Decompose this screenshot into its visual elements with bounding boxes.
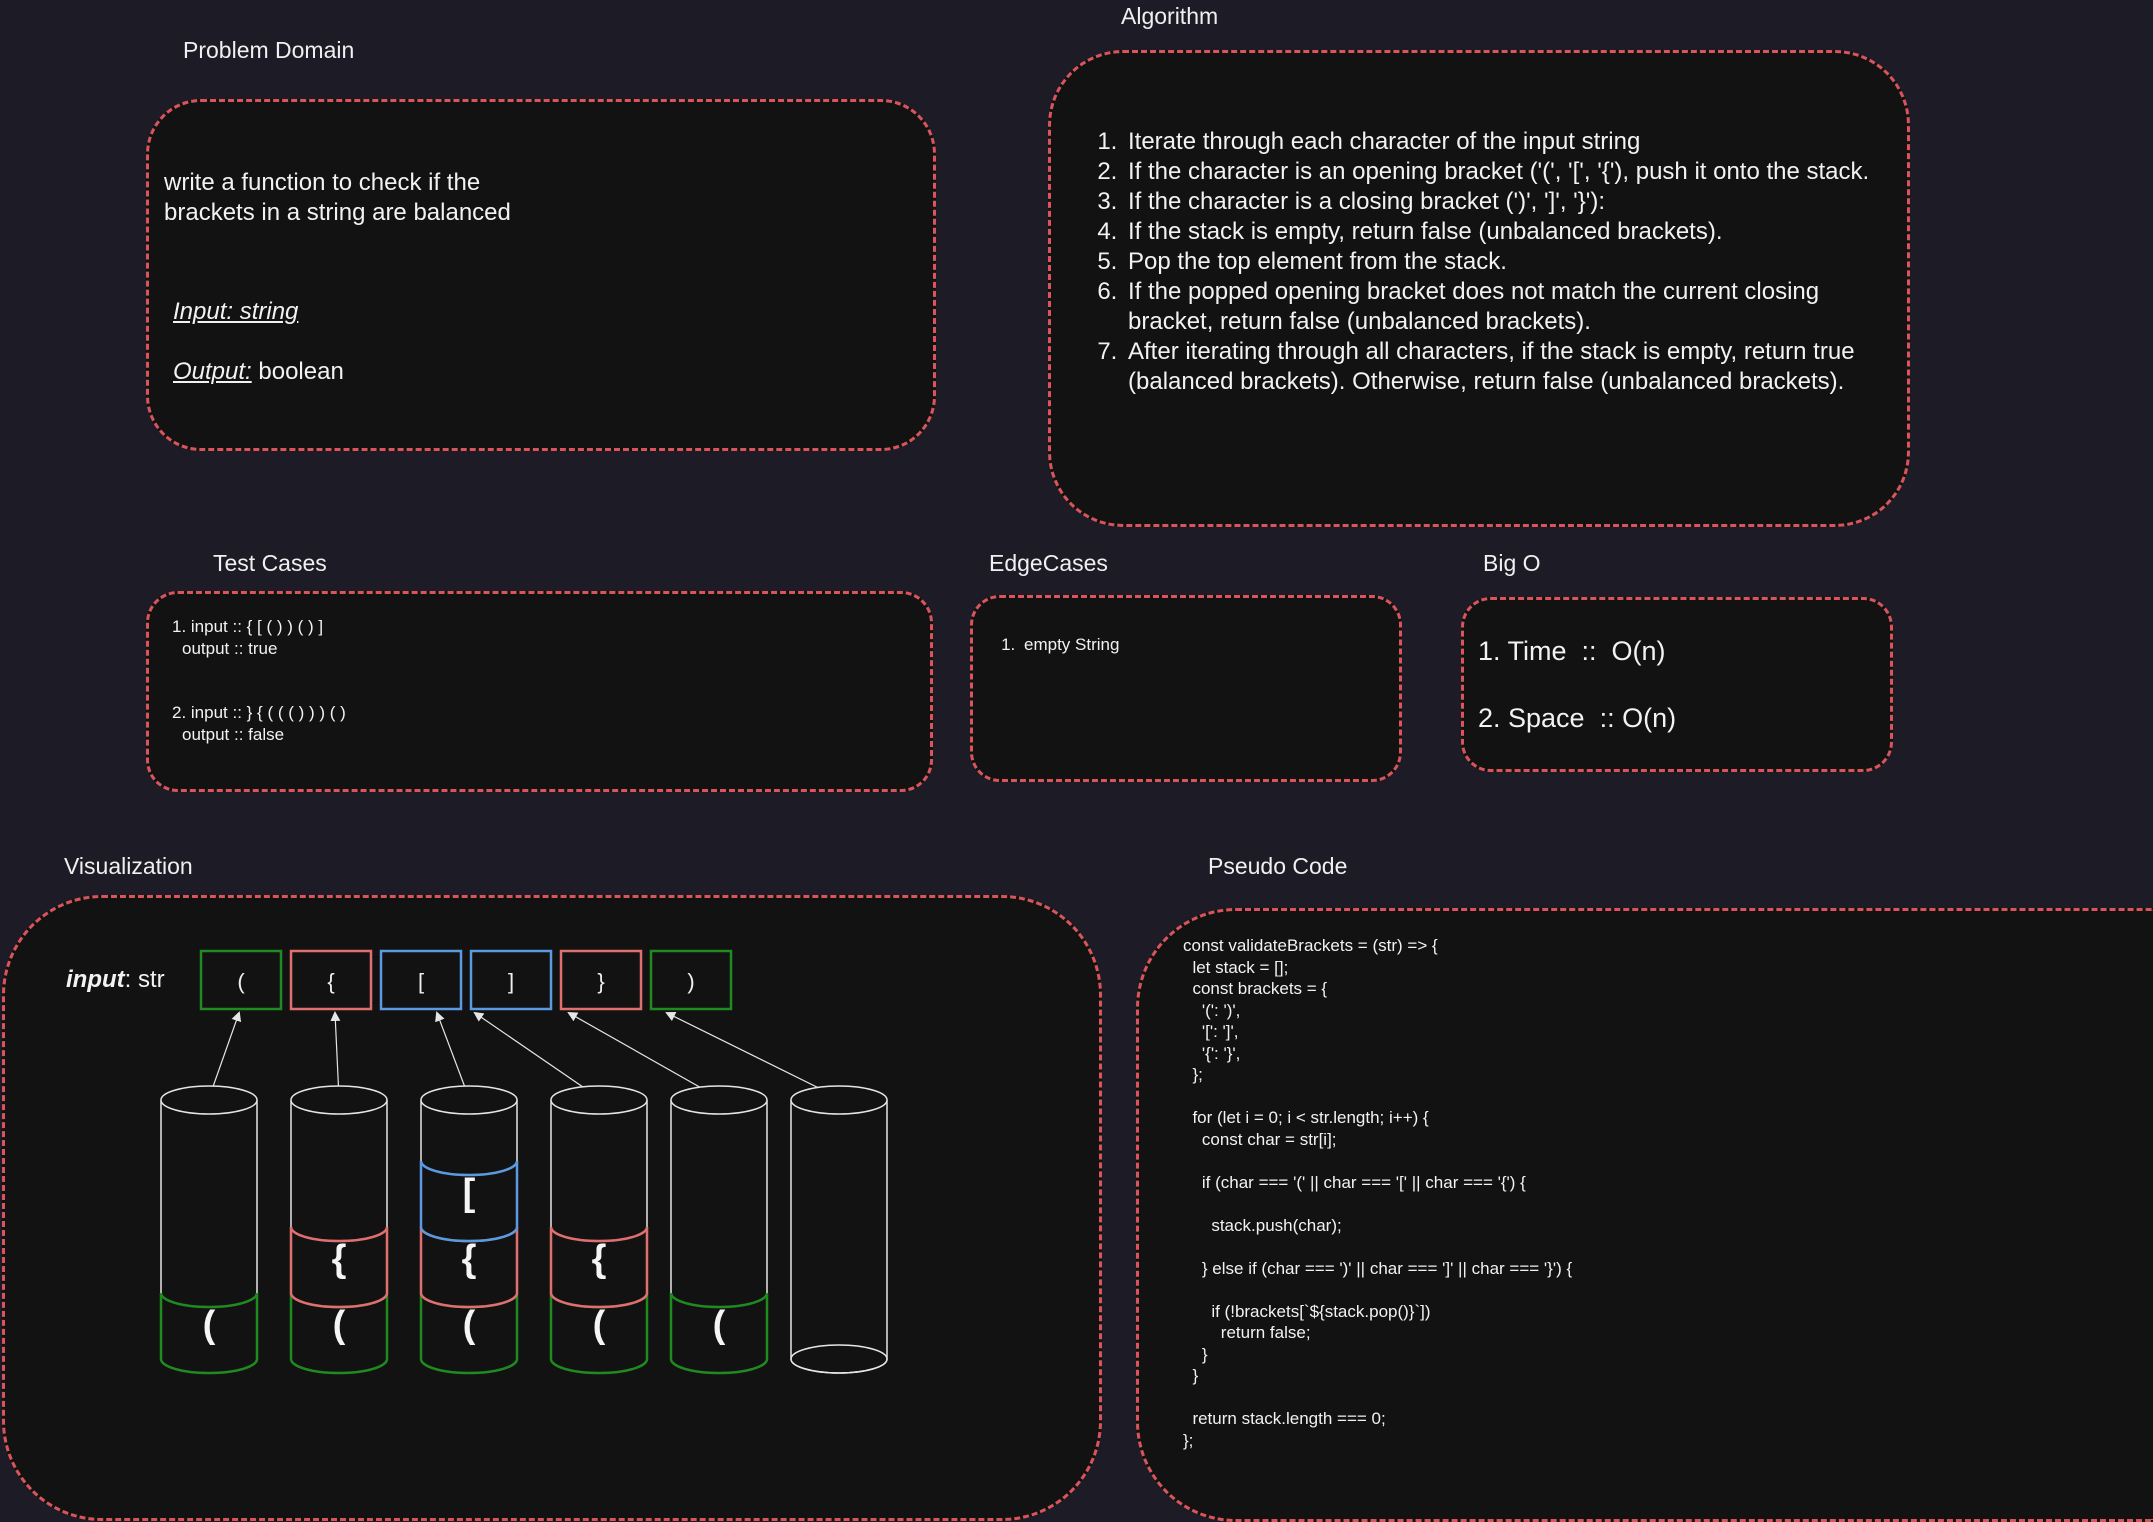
visualization-title: Visualization (64, 853, 193, 879)
visualization-input-type: : str (124, 966, 165, 993)
visualization-input-label: input: str (66, 966, 165, 994)
code-line: const char = str[i]; (1183, 1129, 1337, 1149)
code-line: } else if (char === ')' || char === ']' … (1183, 1258, 1573, 1278)
problem-domain-box (146, 99, 936, 451)
algorithm-step: Pop the top element from the stack. (1124, 247, 1886, 277)
code-line: let stack = []; (1183, 957, 1289, 977)
code-line: return false; (1183, 1323, 1311, 1342)
test-case-2: 2. input :: } { ( ( ( ) ) ) ( ) output :… (172, 702, 346, 746)
big-o-box (1461, 597, 1893, 772)
pseudo-code-box (1136, 908, 2153, 1522)
problem-output-label: Output: (173, 358, 252, 385)
test-case-1-input: 1. input :: { [ ( ) ) ( ) ] (172, 617, 324, 636)
algorithm-title: Algorithm (1121, 3, 1219, 29)
edge-cases-title: EdgeCases (989, 550, 1108, 576)
pseudo-code-block: const validateBrackets = (str) => { let … (1183, 935, 1572, 1451)
algorithm-step: If the character is a closing bracket ('… (1124, 187, 1886, 217)
test-case-2-output: output :: false (182, 725, 285, 744)
algorithm-step-list: Iterate through each character of the in… (1096, 127, 1886, 397)
test-case-2-input: 2. input :: } { ( ( ( ) ) ) ( ) (172, 703, 346, 722)
code-line: } (1183, 1344, 1208, 1364)
code-line: const validateBrackets = (str) => { (1183, 936, 1438, 955)
test-cases-box (146, 591, 933, 792)
pseudo-code-title: Pseudo Code (1208, 853, 1348, 879)
problem-description: write a function to check if the bracket… (164, 168, 511, 228)
problem-output: Output: boolean (173, 358, 344, 386)
code-line: }; (1183, 1430, 1194, 1450)
algorithm-steps: Iterate through each character of the in… (1096, 127, 1886, 397)
algorithm-step: If the stack is empty, return false (unb… (1124, 217, 1886, 247)
algorithm-box (1048, 50, 1910, 527)
code-line (1183, 1150, 1572, 1172)
test-case-1-output: output :: true (182, 639, 278, 658)
code-line: '{': '}', (1183, 1043, 1241, 1063)
edge-case-items: empty String (1008, 634, 1119, 656)
algorithm-step: Iterate through each character of the in… (1124, 127, 1886, 157)
problem-description-line-2: brackets in a string are balanced (164, 199, 511, 226)
algorithm-step: If the popped opening bracket does not m… (1124, 277, 1886, 337)
code-line (1183, 1279, 1572, 1301)
edge-cases-box (970, 595, 1402, 782)
problem-domain-title: Problem Domain (183, 37, 355, 63)
visualization-input-word: input (66, 966, 125, 993)
code-line: } (1183, 1366, 1199, 1385)
edge-case-item: empty String (1020, 634, 1119, 656)
code-line: }; (1183, 1065, 1203, 1084)
visualization-box (2, 895, 1102, 1521)
code-line (1183, 1236, 1572, 1258)
code-line: const brackets = { (1183, 979, 1328, 998)
big-o-time: 1. Time :: O(n) (1478, 636, 1666, 666)
big-o-space: 2. Space :: O(n) (1478, 703, 1677, 733)
big-o-title: Big O (1483, 550, 1541, 576)
test-cases-title: Test Cases (213, 550, 327, 576)
edge-cases-list: empty String (1008, 634, 1119, 656)
code-line: stack.push(char); (1183, 1215, 1342, 1235)
algorithm-step: After iterating through all characters, … (1124, 337, 1886, 397)
problem-input-label: Input: string (173, 298, 299, 325)
code-line (1183, 1086, 1572, 1108)
problem-output-value: boolean (251, 358, 344, 385)
code-line: '[': ']', (1183, 1022, 1239, 1041)
code-line: if (!brackets[`${stack.pop()}`]) (1183, 1301, 1431, 1321)
test-case-1: 1. input :: { [ ( ) ) ( ) ] output :: tr… (172, 616, 323, 660)
code-line (1183, 1387, 1572, 1409)
code-line (1183, 1193, 1572, 1215)
problem-description-line-1: write a function to check if the (164, 169, 481, 196)
algorithm-step: If the character is an opening bracket (… (1124, 157, 1886, 187)
code-line: if (char === '(' || char === '[' || char… (1183, 1172, 1526, 1192)
code-line: for (let i = 0; i < str.length; i++) { (1183, 1108, 1429, 1127)
code-line: '(': ')', (1183, 1000, 1241, 1020)
code-line: return stack.length === 0; (1183, 1409, 1386, 1428)
